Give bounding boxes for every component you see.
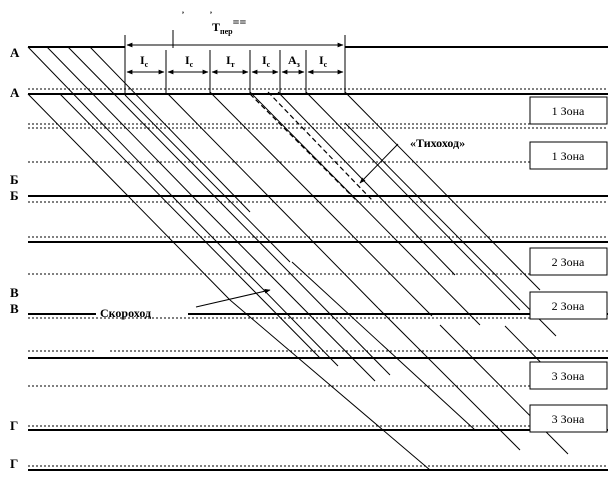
- zone-boundaries: [28, 88, 608, 467]
- period-suffix: ==: [233, 15, 247, 29]
- train-path: [249, 91, 481, 326]
- slow-train-path: [249, 93, 359, 203]
- slow-train-label: «Тихоход»: [410, 136, 465, 150]
- train-path: [199, 203, 376, 382]
- train-path: [172, 196, 339, 367]
- zone-box: [529, 247, 608, 276]
- zone-label: 1 Зона: [552, 149, 585, 163]
- segment-label: Ic: [262, 53, 271, 69]
- zone-box: [529, 141, 608, 170]
- station-label: А: [10, 85, 20, 100]
- segment-label: Ic: [140, 53, 149, 69]
- train-path: [27, 46, 174, 198]
- train-path: [27, 93, 231, 301]
- zone-box: [529, 96, 608, 125]
- zone-box: [529, 404, 608, 433]
- train-path: [67, 46, 227, 209]
- station-label: Б: [10, 172, 19, 187]
- fast-train-pointer: [195, 288, 271, 308]
- zone-label: 3 Зона: [552, 412, 585, 426]
- train-path: [46, 46, 201, 205]
- station-label: Г: [10, 456, 18, 471]
- dimension-arrows: [126, 42, 399, 308]
- train-path: [377, 307, 521, 451]
- segment-label: Ic: [319, 53, 328, 69]
- period-label: Тпер==: [212, 15, 246, 36]
- station-label: В: [10, 285, 19, 300]
- top-marks: , ,: [182, 6, 212, 15]
- fast-train-label: Скороход: [100, 306, 151, 320]
- segment-label: Iт: [226, 53, 235, 69]
- train-path: [59, 93, 321, 359]
- period-sub: пер: [220, 27, 233, 36]
- slow-train-pointer: [359, 143, 399, 184]
- zone-label: 3 Зона: [552, 369, 585, 383]
- train-path: [167, 93, 379, 309]
- station-label: Б: [10, 188, 19, 203]
- interval-ticks: [124, 30, 346, 95]
- train-path: [225, 207, 391, 376]
- slow-train-path: [267, 91, 373, 201]
- top-mark: ,: [210, 6, 212, 15]
- station-label: А: [10, 45, 20, 60]
- train-path: [209, 91, 433, 317]
- train-path: [277, 91, 456, 276]
- train-path: [344, 91, 541, 291]
- zone-label: 2 Зона: [552, 255, 585, 269]
- zone-box: [529, 291, 608, 320]
- zone-box: [529, 361, 608, 390]
- train-path: [305, 91, 521, 311]
- top-mark: ,: [182, 6, 184, 15]
- station-label: Г: [10, 418, 18, 433]
- train-path: [124, 94, 291, 263]
- zone-boxes: 1 Зона 1 Зона 2 Зона 2 Зона 3 Зона 3 Зон…: [529, 96, 608, 433]
- zone-label: 1 Зона: [552, 104, 585, 118]
- train-path: [89, 46, 251, 213]
- segment-label: Ic: [185, 53, 194, 69]
- train-path: [229, 299, 431, 471]
- segment-label: Aз: [288, 53, 301, 69]
- slow-train-paths: [249, 91, 373, 203]
- station-labels: А А Б Б В В Г Г: [10, 45, 20, 471]
- segment-labels: Ic Ic Iт Ic Aз Ic: [140, 53, 328, 69]
- train-path: [344, 122, 557, 337]
- station-label: В: [10, 301, 19, 316]
- train-paths: [27, 46, 569, 471]
- zone-label: 2 Зона: [552, 299, 585, 313]
- train-path: [291, 261, 476, 431]
- period-main: Т: [212, 20, 220, 34]
